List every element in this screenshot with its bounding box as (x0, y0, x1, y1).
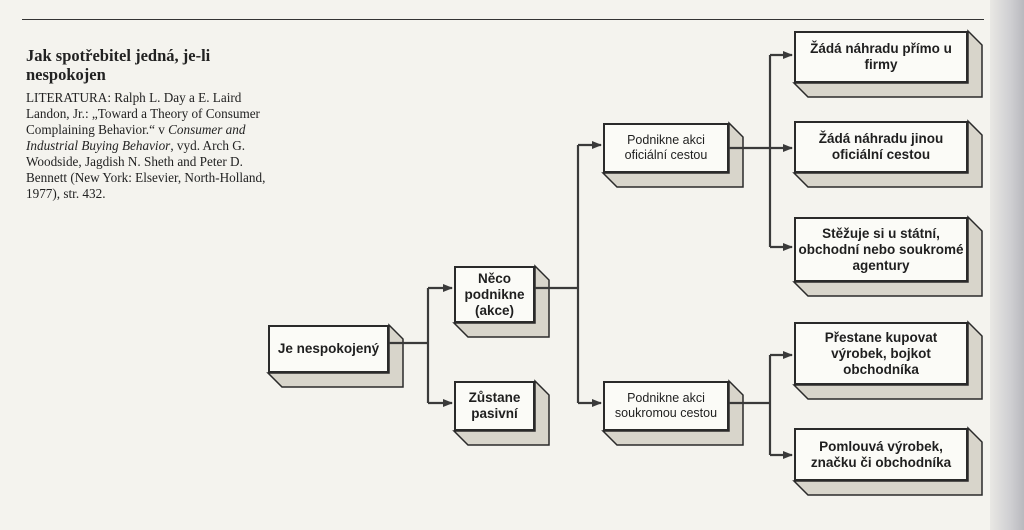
connector-lines (389, 51, 793, 459)
node-badmouth: Pomlouvá výrobek, značku či obchodníka (794, 428, 968, 481)
depth-private (601, 379, 744, 446)
node-takes-action: Něco podnikne (akce) (454, 266, 535, 323)
node-dissatisfied-label: Je nespokojený (277, 341, 380, 356)
depth-root (266, 323, 404, 388)
node-compensation-firm-label: Žádá náhradu přímo u firmy (810, 41, 952, 72)
depth-badmouth (792, 426, 983, 496)
node-private-action: Podnikne akci soukromou cestou (603, 381, 729, 431)
depth-passive (452, 379, 550, 446)
node-badmouth-label: Pomlouvá výrobek, značku či obchodníka (810, 438, 952, 470)
node-compensation-other: Žádá náhradu jinou oficiální cestou (794, 121, 968, 173)
depth-official (601, 121, 744, 188)
caption-title: Jak spotřebitel jedná, je-li nespokojen (26, 46, 211, 84)
depth-action (452, 264, 550, 338)
node-official-action: Podnikne akci oficiální cestou (603, 123, 729, 173)
node-complain-agency: Stěžuje si u státní, obchodní nebo soukr… (794, 217, 968, 282)
node-private-action-label: Podnikne akci soukromou cestou (614, 391, 718, 420)
reference-lead: LITERATURA: Ralph L. Day a E. Laird Land… (26, 90, 260, 137)
node-complain-agency-label: Stěžuje si u státní, obchodní nebo soukr… (798, 225, 964, 273)
top-rule (22, 19, 984, 20)
node-stays-passive: Zůstane pasivní (454, 381, 535, 431)
node-stop-buying: Přestane kupovat výrobek, bojkot obchodn… (794, 322, 968, 385)
figure-caption: Jak spotřebitel jedná, je-li nespokojen … (26, 46, 276, 202)
node-stays-passive-label: Zůstane pasivní (468, 390, 521, 421)
reference-book-title: Consumer and Industrial Buying Behavior (26, 122, 246, 153)
box-depth-shapes (266, 29, 983, 496)
node-official-action-label: Podnikne akci oficiální cestou (624, 133, 708, 162)
depth-stop-buying (792, 320, 983, 400)
node-stop-buying-label: Přestane kupovat výrobek, bojkot obchodn… (824, 329, 938, 377)
reference-tail: , vyd. Arch G. Woodside, Jagdish N. Shet… (26, 138, 266, 201)
node-dissatisfied: Je nespokojený (268, 325, 389, 373)
node-compensation-firm: Žádá náhradu přímo u firmy (794, 31, 968, 83)
depth-complain-agency (792, 215, 983, 297)
node-compensation-other-label: Žádá náhradu jinou oficiální cestou (818, 131, 944, 162)
node-takes-action-label: Něco podnikne (akce) (464, 270, 525, 318)
depth-compensation-other (792, 119, 983, 188)
depth-compensation-firm (792, 29, 983, 98)
caption-reference: LITERATURA: Ralph L. Day a E. Laird Land… (26, 90, 276, 202)
page-edge-shadow (990, 0, 1024, 530)
